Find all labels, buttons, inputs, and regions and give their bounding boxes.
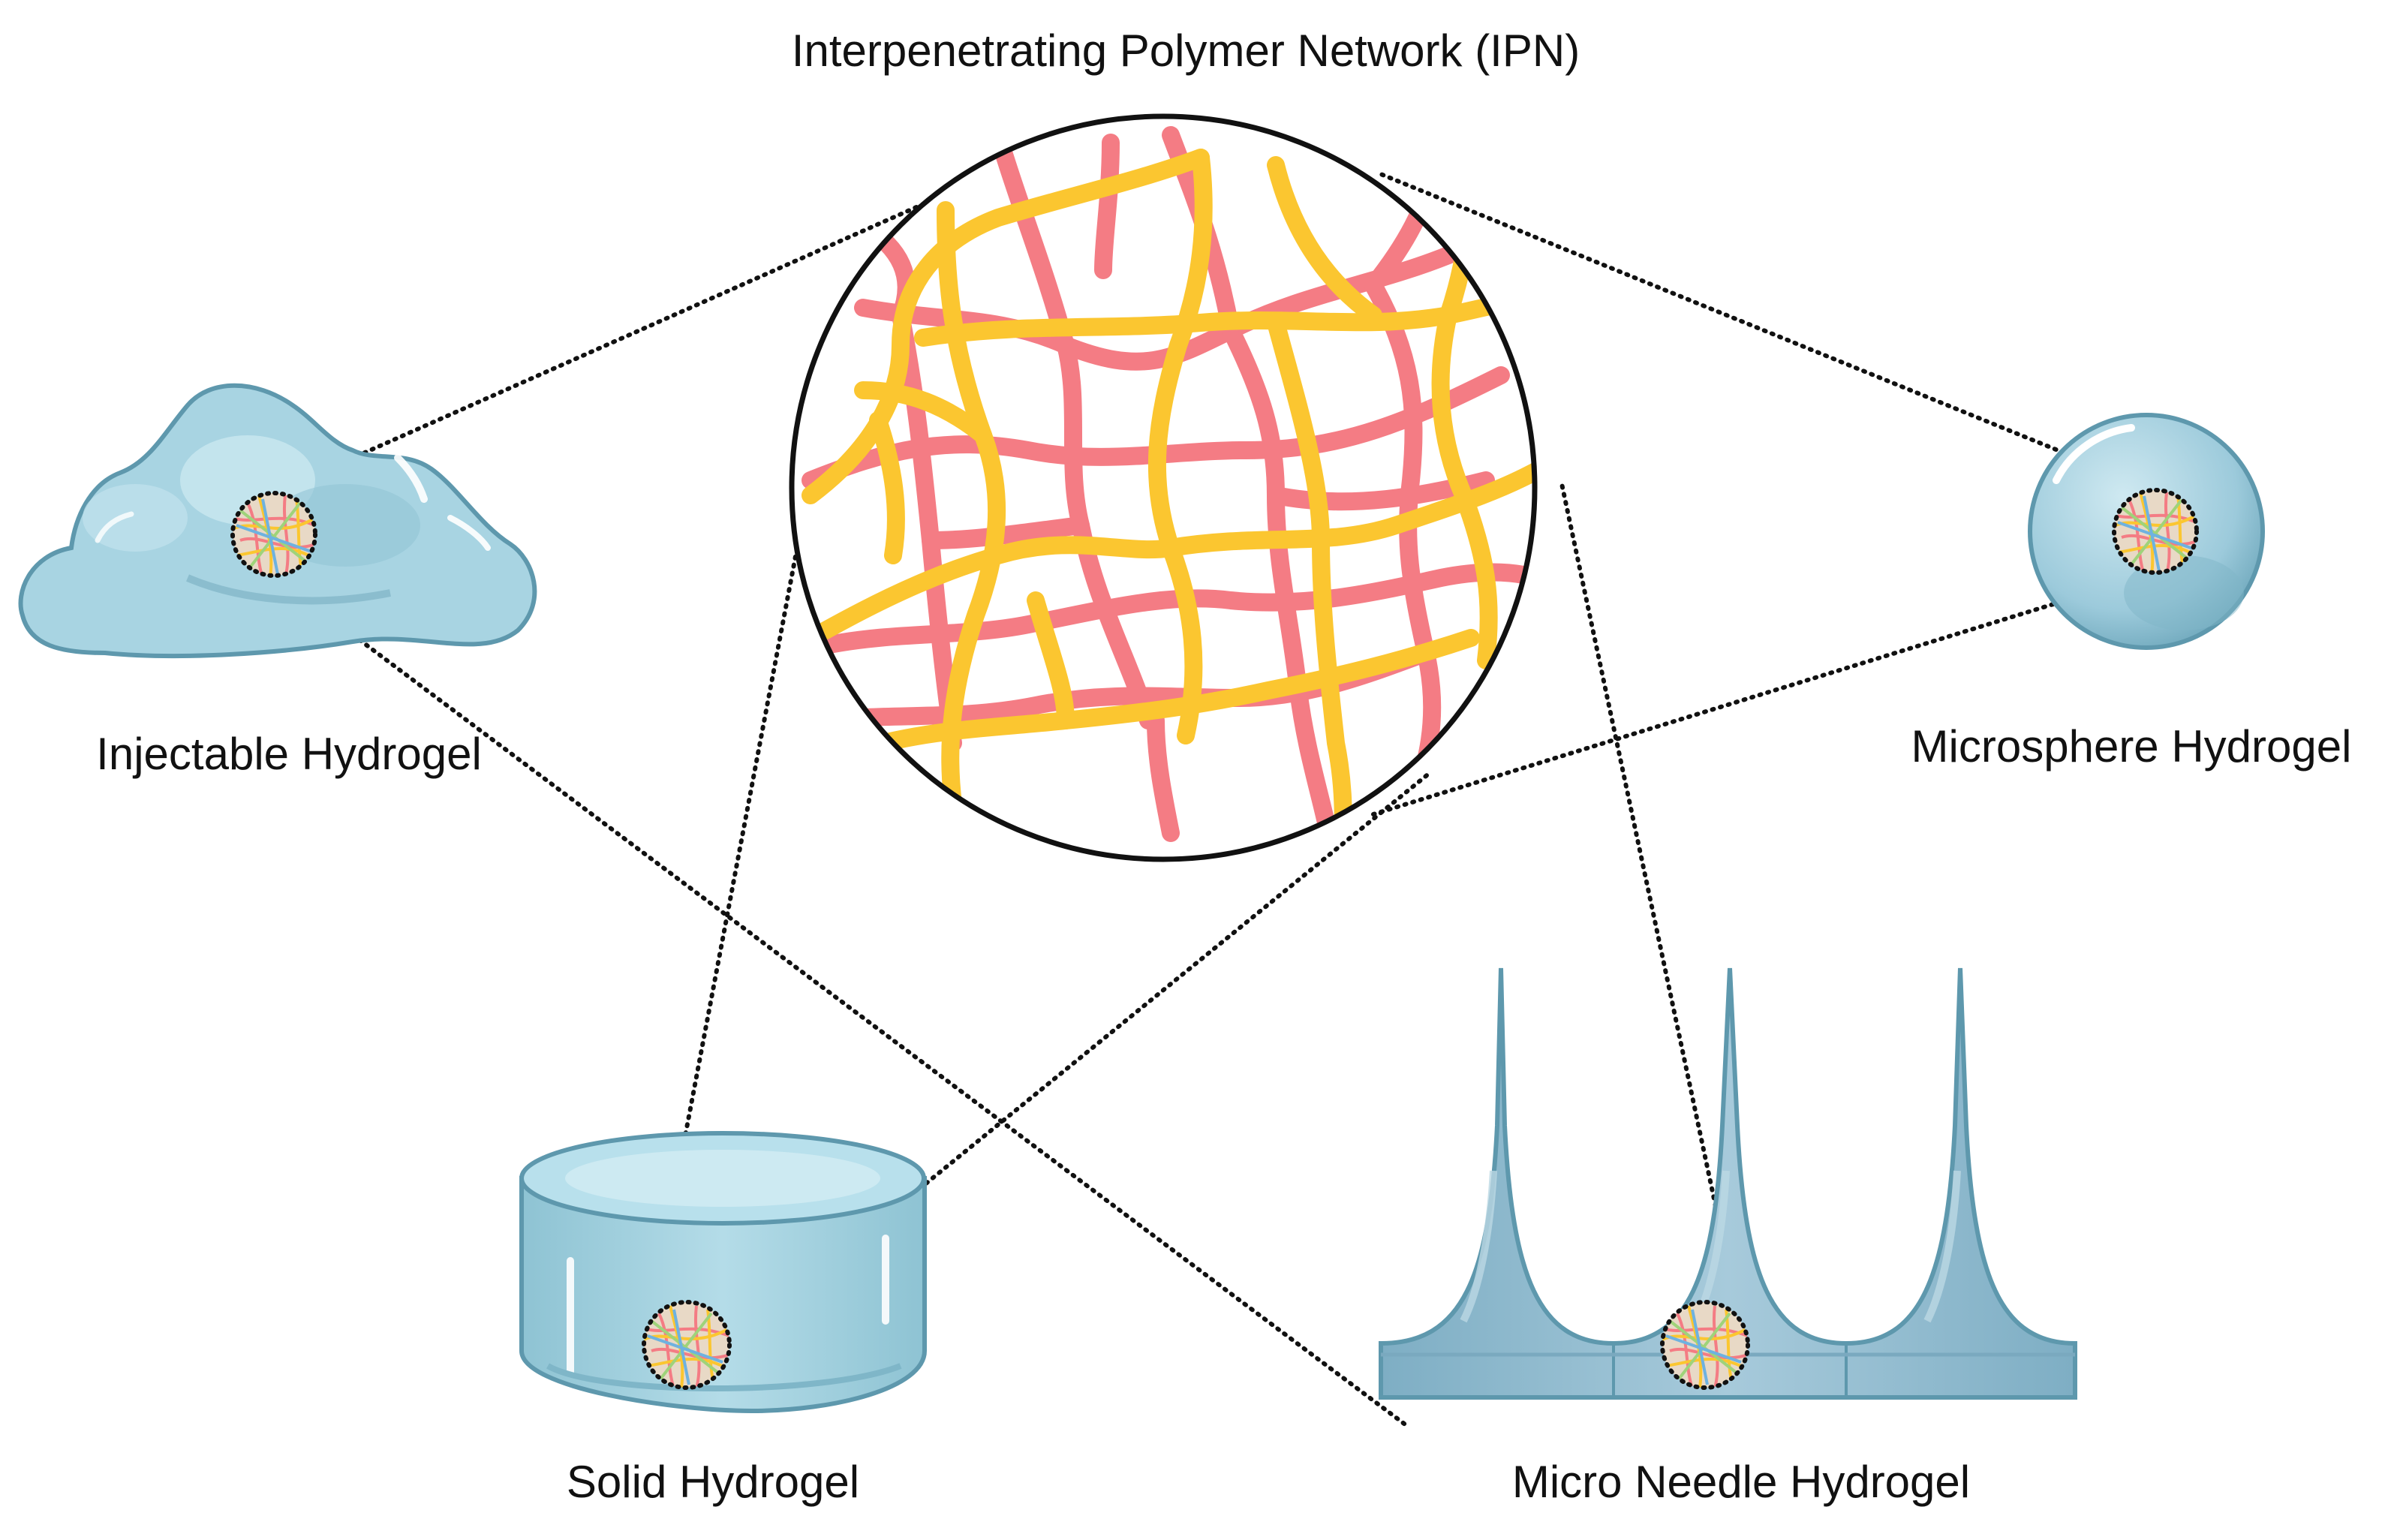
connector-injectable-top bbox=[272, 157, 1027, 495]
mini-network-microneedle bbox=[1660, 1300, 1750, 1390]
label-microneedle-hydrogel: Micro Needle Hydrogel bbox=[1511, 1457, 1971, 1507]
diagram-title: Interpenetrating Polymer Network (IPN) bbox=[791, 26, 1580, 76]
label-solid-hydrogel: Solid Hydrogel bbox=[566, 1457, 860, 1507]
mini-network-injectable bbox=[230, 491, 317, 578]
mini-network-solid bbox=[642, 1300, 732, 1390]
yellow-polymer-network bbox=[802, 149, 1535, 842]
connector-microsphere-top bbox=[1375, 170, 2158, 492]
connector-injectable-bottom bbox=[272, 573, 1409, 1428]
microneedle-hydrogel-shape bbox=[1379, 967, 2077, 1400]
ipn-network-zoom bbox=[789, 113, 1538, 862]
label-microsphere-hydrogel: Microsphere Hydrogel bbox=[1911, 721, 2352, 772]
solid-hydrogel-shape bbox=[519, 1131, 927, 1414]
label-injectable-hydrogel: Injectable Hydrogel bbox=[96, 729, 482, 779]
mini-network-microsphere bbox=[2112, 488, 2199, 575]
